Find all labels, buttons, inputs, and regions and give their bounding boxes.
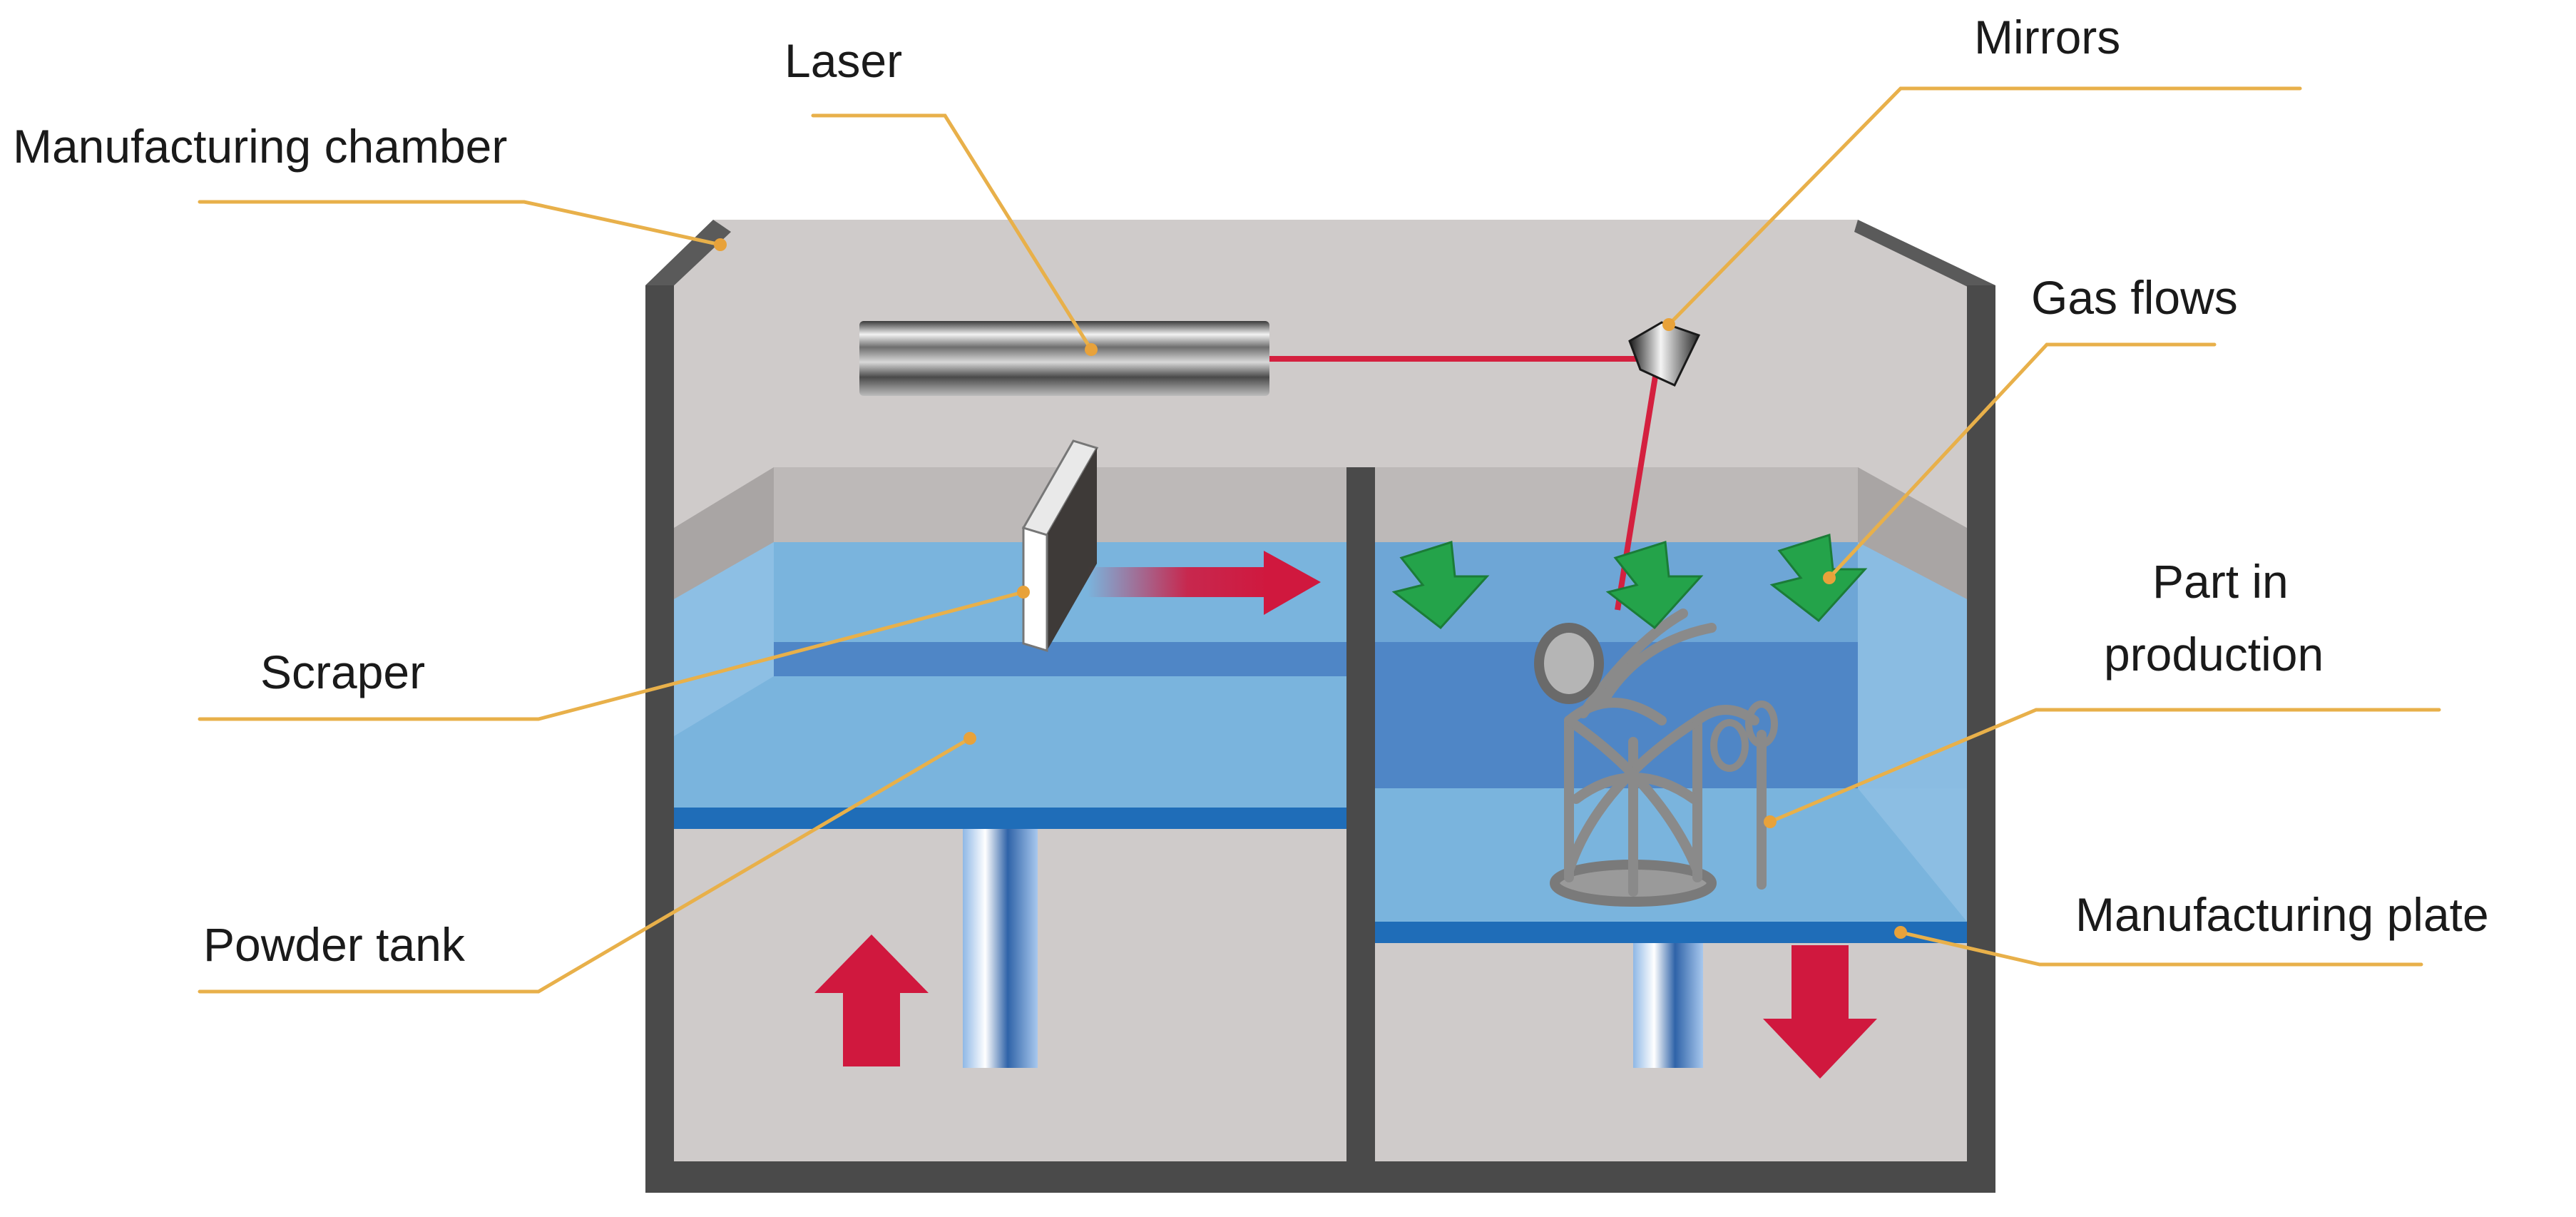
powder-tank-plate: [674, 808, 1346, 829]
leader-laser: [811, 113, 1093, 352]
powder-layer-left: [774, 642, 1346, 676]
leader-mirrors: [1667, 86, 2302, 327]
label-part-in-production-line2: production: [2104, 628, 2324, 681]
gas-flow-arrow-icon: [1769, 534, 1868, 623]
leader-part-in-production: [1768, 708, 2441, 824]
laser-tube-icon: [859, 321, 1269, 396]
lattice-part-icon: [1534, 608, 1778, 907]
mirror-icon: [1628, 321, 1701, 387]
gas-flow-arrows: [1391, 534, 1868, 630]
chamber-top-left-bevel: [645, 220, 731, 289]
label-manufacturing-plate: Manufacturing plate: [2075, 888, 2489, 941]
scraper-push-arrow-icon: [1088, 551, 1321, 615]
label-scraper: Scraper: [260, 646, 425, 698]
scraper-blade-icon: [1021, 439, 1099, 653]
label-manufacturing-chamber: Manufacturing chamber: [13, 120, 507, 173]
gas-flow-arrow-icon: [1391, 541, 1490, 630]
label-gas-flows: Gas flows: [2031, 271, 2238, 324]
leader-lines: [198, 86, 2441, 994]
chamber-floor: [645, 1161, 1995, 1193]
leader-scraper: [198, 590, 1026, 721]
label-powder-tank: Powder tank: [203, 918, 466, 971]
chamber-divider: [1346, 467, 1375, 1181]
labels: Manufacturing chamber Laser Mirrors Gas …: [13, 11, 2489, 971]
label-mirrors: Mirrors: [1974, 11, 2120, 63]
label-laser: Laser: [784, 34, 902, 87]
powder-tank: [674, 542, 1346, 1068]
build-piston-icon: [1633, 943, 1703, 1068]
inner-walls: [674, 467, 1967, 599]
gas-flow-arrow-icon: [1605, 541, 1704, 630]
leader-manufacturing-plate: [1898, 930, 2423, 967]
up-arrow-icon: [814, 935, 929, 1066]
leader-gas-flows: [1827, 342, 2217, 580]
powder-tank-piston-icon: [963, 829, 1038, 1068]
label-part-in-production-line1: Part in: [2152, 555, 2289, 608]
down-arrow-icon: [1763, 945, 1877, 1079]
chamber-left-wall: [645, 285, 674, 1193]
leader-manufacturing-chamber: [198, 200, 722, 247]
chamber-right-wall: [1967, 285, 1995, 1193]
chamber-top-right-bevel: [1854, 220, 1995, 289]
manufacturing-plate-shape: [1375, 922, 1967, 943]
leader-powder-tank: [198, 736, 972, 994]
build-chamber: [1375, 542, 1967, 1068]
